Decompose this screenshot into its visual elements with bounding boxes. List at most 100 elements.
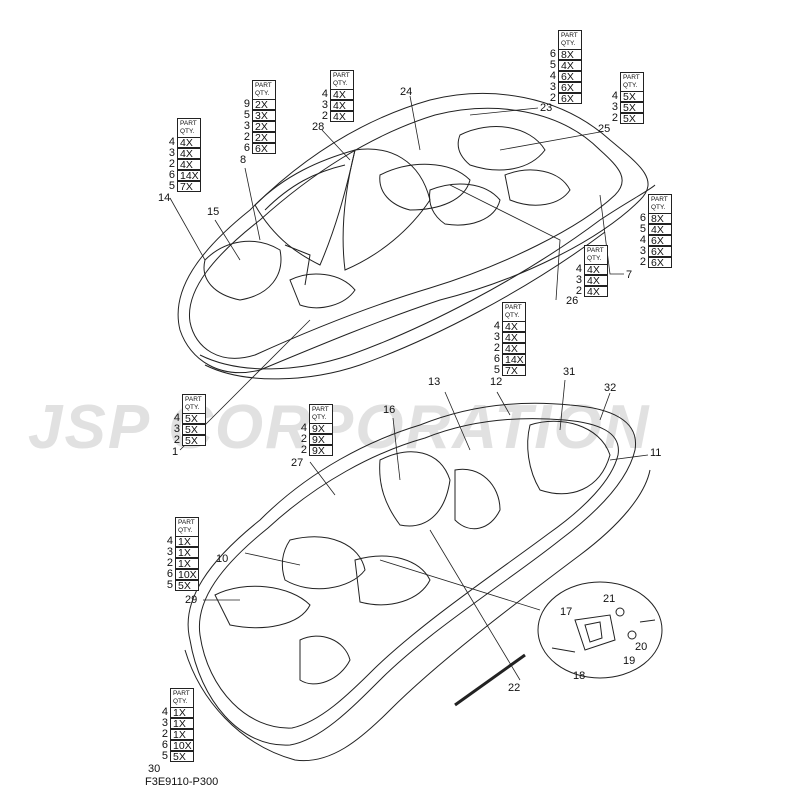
row-quantity: 5X — [175, 580, 199, 591]
row-callout: 4 — [611, 90, 618, 102]
row-quantity: 7X — [502, 365, 526, 376]
row-quantity: 4X — [502, 343, 526, 354]
callout-1: 1 — [172, 446, 179, 458]
row-callout: 3 — [243, 120, 250, 132]
row-callout: 2 — [611, 112, 618, 124]
row-callout: 6 — [166, 568, 173, 580]
row-quantity: 1X — [175, 547, 199, 558]
callout-14: 14 — [158, 192, 171, 204]
row-quantity: 5X — [620, 102, 644, 113]
row-callout: 5 — [493, 364, 500, 376]
row-callout: 2 — [173, 434, 180, 446]
callout-28: 28 — [312, 121, 325, 133]
row-quantity: 4X — [502, 321, 526, 332]
callout-16: 16 — [383, 404, 396, 416]
callout-24: 24 — [400, 86, 413, 98]
row-quantity: 4X — [330, 100, 354, 111]
table-header: PART QTY. — [177, 118, 201, 138]
row-callout: 6 — [161, 739, 168, 751]
row-quantity: 8X — [648, 213, 672, 224]
row-callout: 5 — [243, 109, 250, 121]
row-callout: 2 — [321, 110, 328, 122]
row-callout: 5 — [639, 223, 646, 235]
row-callout: 3 — [173, 423, 180, 435]
table-header: PART QTY. — [170, 688, 194, 708]
callout-18: 18 — [573, 670, 586, 682]
row-quantity: 6X — [252, 143, 276, 154]
row-callout: 3 — [321, 99, 328, 111]
drawing-code: F3E9110-P300 — [145, 776, 219, 788]
row-quantity: 6X — [648, 235, 672, 246]
callout-17: 17 — [560, 606, 573, 618]
row-callout: 4 — [493, 320, 500, 332]
row-callout: 5 — [549, 59, 556, 71]
row-callout: 5 — [166, 579, 173, 591]
row-quantity: 4X — [177, 137, 201, 148]
upper-boat-hull — [177, 93, 656, 380]
row-callout: 4 — [575, 263, 582, 275]
callout-32: 32 — [604, 382, 617, 394]
callout-10: 10 — [216, 553, 229, 565]
row-callout: 4 — [321, 88, 328, 100]
row-callout: 5 — [161, 750, 168, 762]
row-callout: 3 — [611, 101, 618, 113]
callout-7: 7 — [626, 269, 633, 281]
row-quantity: 10X — [170, 740, 194, 751]
row-callout: 3 — [549, 81, 556, 93]
row-quantity: 4X — [177, 148, 201, 159]
row-quantity: 5X — [182, 435, 206, 446]
table-header: PART QTY. — [309, 404, 333, 424]
row-quantity: 6X — [648, 257, 672, 268]
row-callout: 4 — [639, 234, 646, 246]
table-header: PART QTY. — [558, 30, 582, 50]
row-callout: 6 — [168, 169, 175, 181]
callout-31: 31 — [563, 366, 576, 378]
callout-25: 25 — [598, 123, 611, 135]
table-header: PART QTY. — [252, 80, 276, 100]
row-quantity: 6X — [558, 71, 582, 82]
callout-26: 26 — [566, 295, 579, 307]
table-header: PART QTY. — [584, 245, 608, 265]
row-callout: 2 — [575, 285, 582, 297]
bracket-inset — [537, 581, 663, 679]
row-callout: 4 — [300, 422, 307, 434]
row-quantity: 4X — [330, 111, 354, 122]
callout-30: 30 — [148, 763, 161, 775]
row-quantity: 4X — [584, 275, 608, 286]
row-callout: 2 — [161, 728, 168, 740]
row-callout: 9 — [243, 98, 250, 110]
row-quantity: 2X — [252, 99, 276, 110]
row-quantity: 10X — [175, 569, 199, 580]
row-quantity: 4X — [584, 264, 608, 275]
table-header: PART QTY. — [502, 302, 526, 322]
row-callout: 4 — [173, 412, 180, 424]
row-quantity: 9X — [309, 445, 333, 456]
row-quantity: 1X — [170, 718, 194, 729]
row-quantity: 5X — [182, 424, 206, 435]
row-quantity: 8X — [558, 49, 582, 60]
table-header: PART QTY. — [620, 72, 644, 92]
callout-21: 21 — [603, 593, 616, 605]
row-callout: 3 — [166, 546, 173, 558]
row-callout: 2 — [168, 158, 175, 170]
row-callout: 2 — [166, 557, 173, 569]
table-header: PART QTY. — [182, 394, 206, 414]
row-quantity: 1X — [170, 729, 194, 740]
callout-29: 29 — [185, 594, 198, 606]
row-callout: 6 — [243, 142, 250, 154]
row-quantity: 4X — [584, 286, 608, 297]
callout-22: 22 — [508, 682, 521, 694]
callout-19: 19 — [623, 655, 636, 667]
callout-23: 23 — [540, 102, 553, 114]
row-quantity: 4X — [558, 60, 582, 71]
row-callout: 4 — [161, 706, 168, 718]
row-callout: 3 — [161, 717, 168, 729]
row-quantity: 2X — [252, 132, 276, 143]
row-quantity: 4X — [330, 89, 354, 100]
row-quantity: 1X — [175, 536, 199, 547]
callout-12: 12 — [490, 376, 503, 388]
callout-27: 27 — [291, 457, 304, 469]
row-quantity: 9X — [309, 423, 333, 434]
